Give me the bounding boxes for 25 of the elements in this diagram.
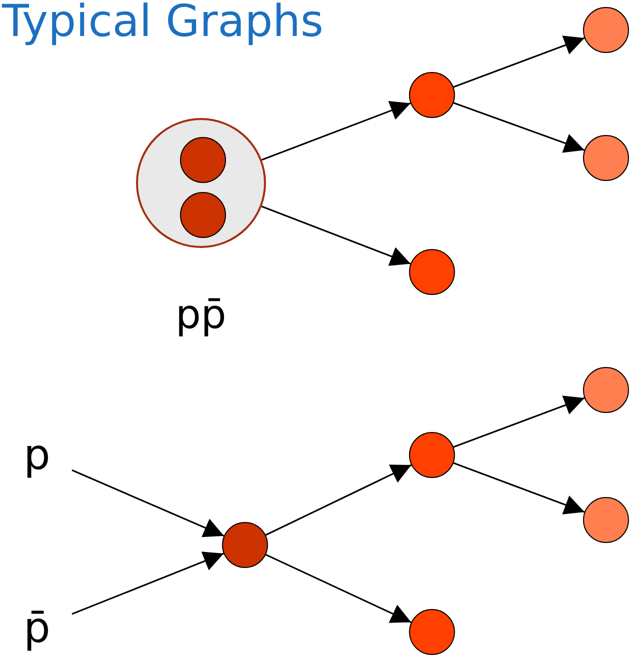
arrow	[453, 102, 585, 153]
particle-circle	[180, 137, 226, 183]
particle-circle	[583, 7, 629, 53]
arrow	[453, 396, 585, 448]
arrow	[265, 464, 412, 536]
particle-label: pp̄	[176, 292, 226, 338]
particle-label: p̄	[2, 600, 72, 656]
particle-circle	[409, 609, 455, 655]
particle-circle	[409, 72, 455, 118]
particle-circle	[583, 497, 629, 543]
particle-label: p	[2, 427, 72, 483]
arrow	[261, 100, 411, 161]
title: Typical Graphs	[2, 0, 324, 47]
arrow	[453, 462, 585, 514]
particle-circle	[180, 192, 226, 238]
arrow	[72, 469, 224, 538]
arrow	[72, 552, 224, 615]
arrow	[266, 554, 412, 624]
arrow	[261, 206, 411, 266]
particle-circle	[222, 522, 268, 568]
particle-circle	[409, 432, 455, 478]
particle-circle	[583, 367, 629, 413]
particle-circle	[409, 249, 455, 295]
particle-circle	[583, 135, 629, 181]
arrow	[453, 36, 585, 88]
